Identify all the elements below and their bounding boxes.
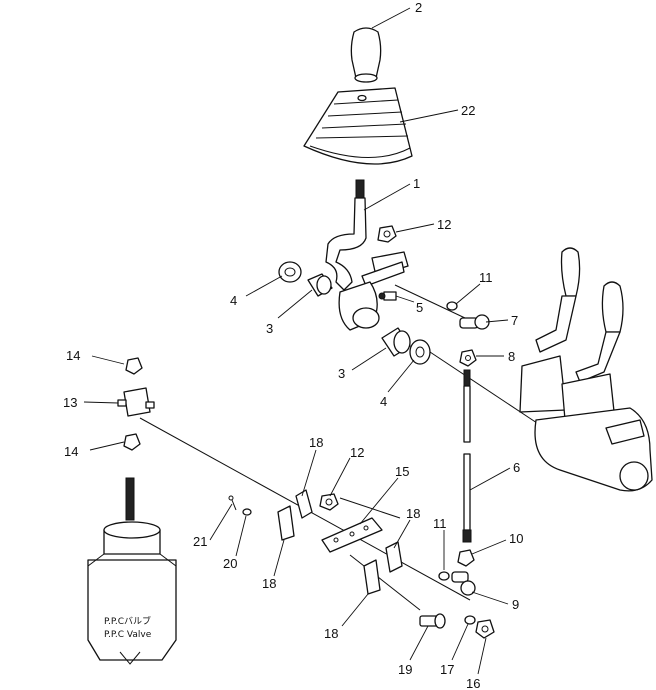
callout-15: 15 (395, 464, 409, 479)
callout-4-lower: 4 (380, 394, 387, 409)
rubber-boot (303, 87, 413, 165)
callout-20: 20 (223, 556, 237, 571)
washer-20 (242, 508, 252, 516)
washer-11-upper (446, 301, 458, 311)
ball-joint-9 (451, 571, 476, 596)
bushing-3-lower (381, 327, 411, 357)
callout-1: 1 (413, 176, 420, 191)
leader-lines (83, 7, 511, 675)
callout-18-a: 18 (309, 435, 323, 450)
callout-12-upper: 12 (437, 217, 451, 232)
callout-16: 16 (466, 676, 480, 690)
callout-13: 13 (63, 395, 77, 410)
clip-18-b (277, 505, 295, 541)
ppc-valve (87, 477, 177, 665)
clip-18-a (295, 489, 313, 519)
nut-12-lower (319, 493, 339, 511)
clip-18-d (363, 559, 381, 595)
callout-11-upper: 11 (479, 270, 493, 285)
plate-15 (321, 517, 383, 553)
clip-18-c (385, 541, 403, 573)
control-lever (325, 179, 409, 331)
nut-10 (457, 549, 475, 567)
washer-17 (464, 615, 476, 625)
callout-5: 5 (416, 300, 423, 315)
callout-8: 8 (508, 349, 515, 364)
bolt-5 (378, 291, 397, 301)
callout-14-lower: 14 (64, 444, 78, 459)
block-13 (117, 387, 155, 417)
assembly-lines (139, 284, 541, 611)
callout-10: 10 (509, 531, 523, 546)
rod-6 (462, 369, 472, 543)
callout-6: 6 (513, 460, 520, 475)
callout-14-upper: 14 (66, 348, 80, 363)
nut-14-upper (125, 357, 143, 375)
callout-2: 2 (415, 0, 422, 15)
callout-17: 17 (440, 662, 454, 677)
bearing-4-upper (278, 261, 302, 283)
callout-4-upper: 4 (230, 293, 237, 308)
nut-16 (475, 619, 495, 639)
ppc-valve-label-jp: P.P.Cバルブ (104, 615, 151, 627)
callout-18-d: 18 (324, 626, 338, 641)
bushing-3-upper (307, 273, 333, 297)
lever-knob (350, 27, 382, 83)
callout-3-upper: 3 (266, 321, 273, 336)
callout-18-c: 18 (262, 576, 276, 591)
callout-22: 22 (461, 103, 475, 118)
pin-21 (228, 495, 237, 511)
callout-21: 21 (193, 534, 207, 549)
bolt-19 (419, 613, 446, 629)
washer-11-lower (438, 571, 450, 581)
callout-11-lower: 11 (433, 516, 447, 531)
ball-joint-7 (459, 314, 490, 330)
bearing-4-lower (409, 339, 431, 365)
callout-19: 19 (398, 662, 412, 677)
nut-8 (459, 349, 477, 367)
callout-18-b: 18 (406, 506, 420, 521)
ppc-valve-label-en: P.P.C Valve (104, 630, 152, 640)
callout-7: 7 (511, 313, 518, 328)
nut-14-lower (123, 433, 141, 451)
nut-12-upper (377, 225, 397, 243)
callout-12-lower: 12 (350, 445, 364, 460)
callout-3-lower: 3 (338, 366, 345, 381)
adjacent-lever-assembly (519, 247, 653, 492)
callout-labels: 2 22 1 12 11 4 5 7 3 8 3 4 14 13 14 6 18… (63, 0, 523, 690)
callout-9: 9 (512, 597, 519, 612)
